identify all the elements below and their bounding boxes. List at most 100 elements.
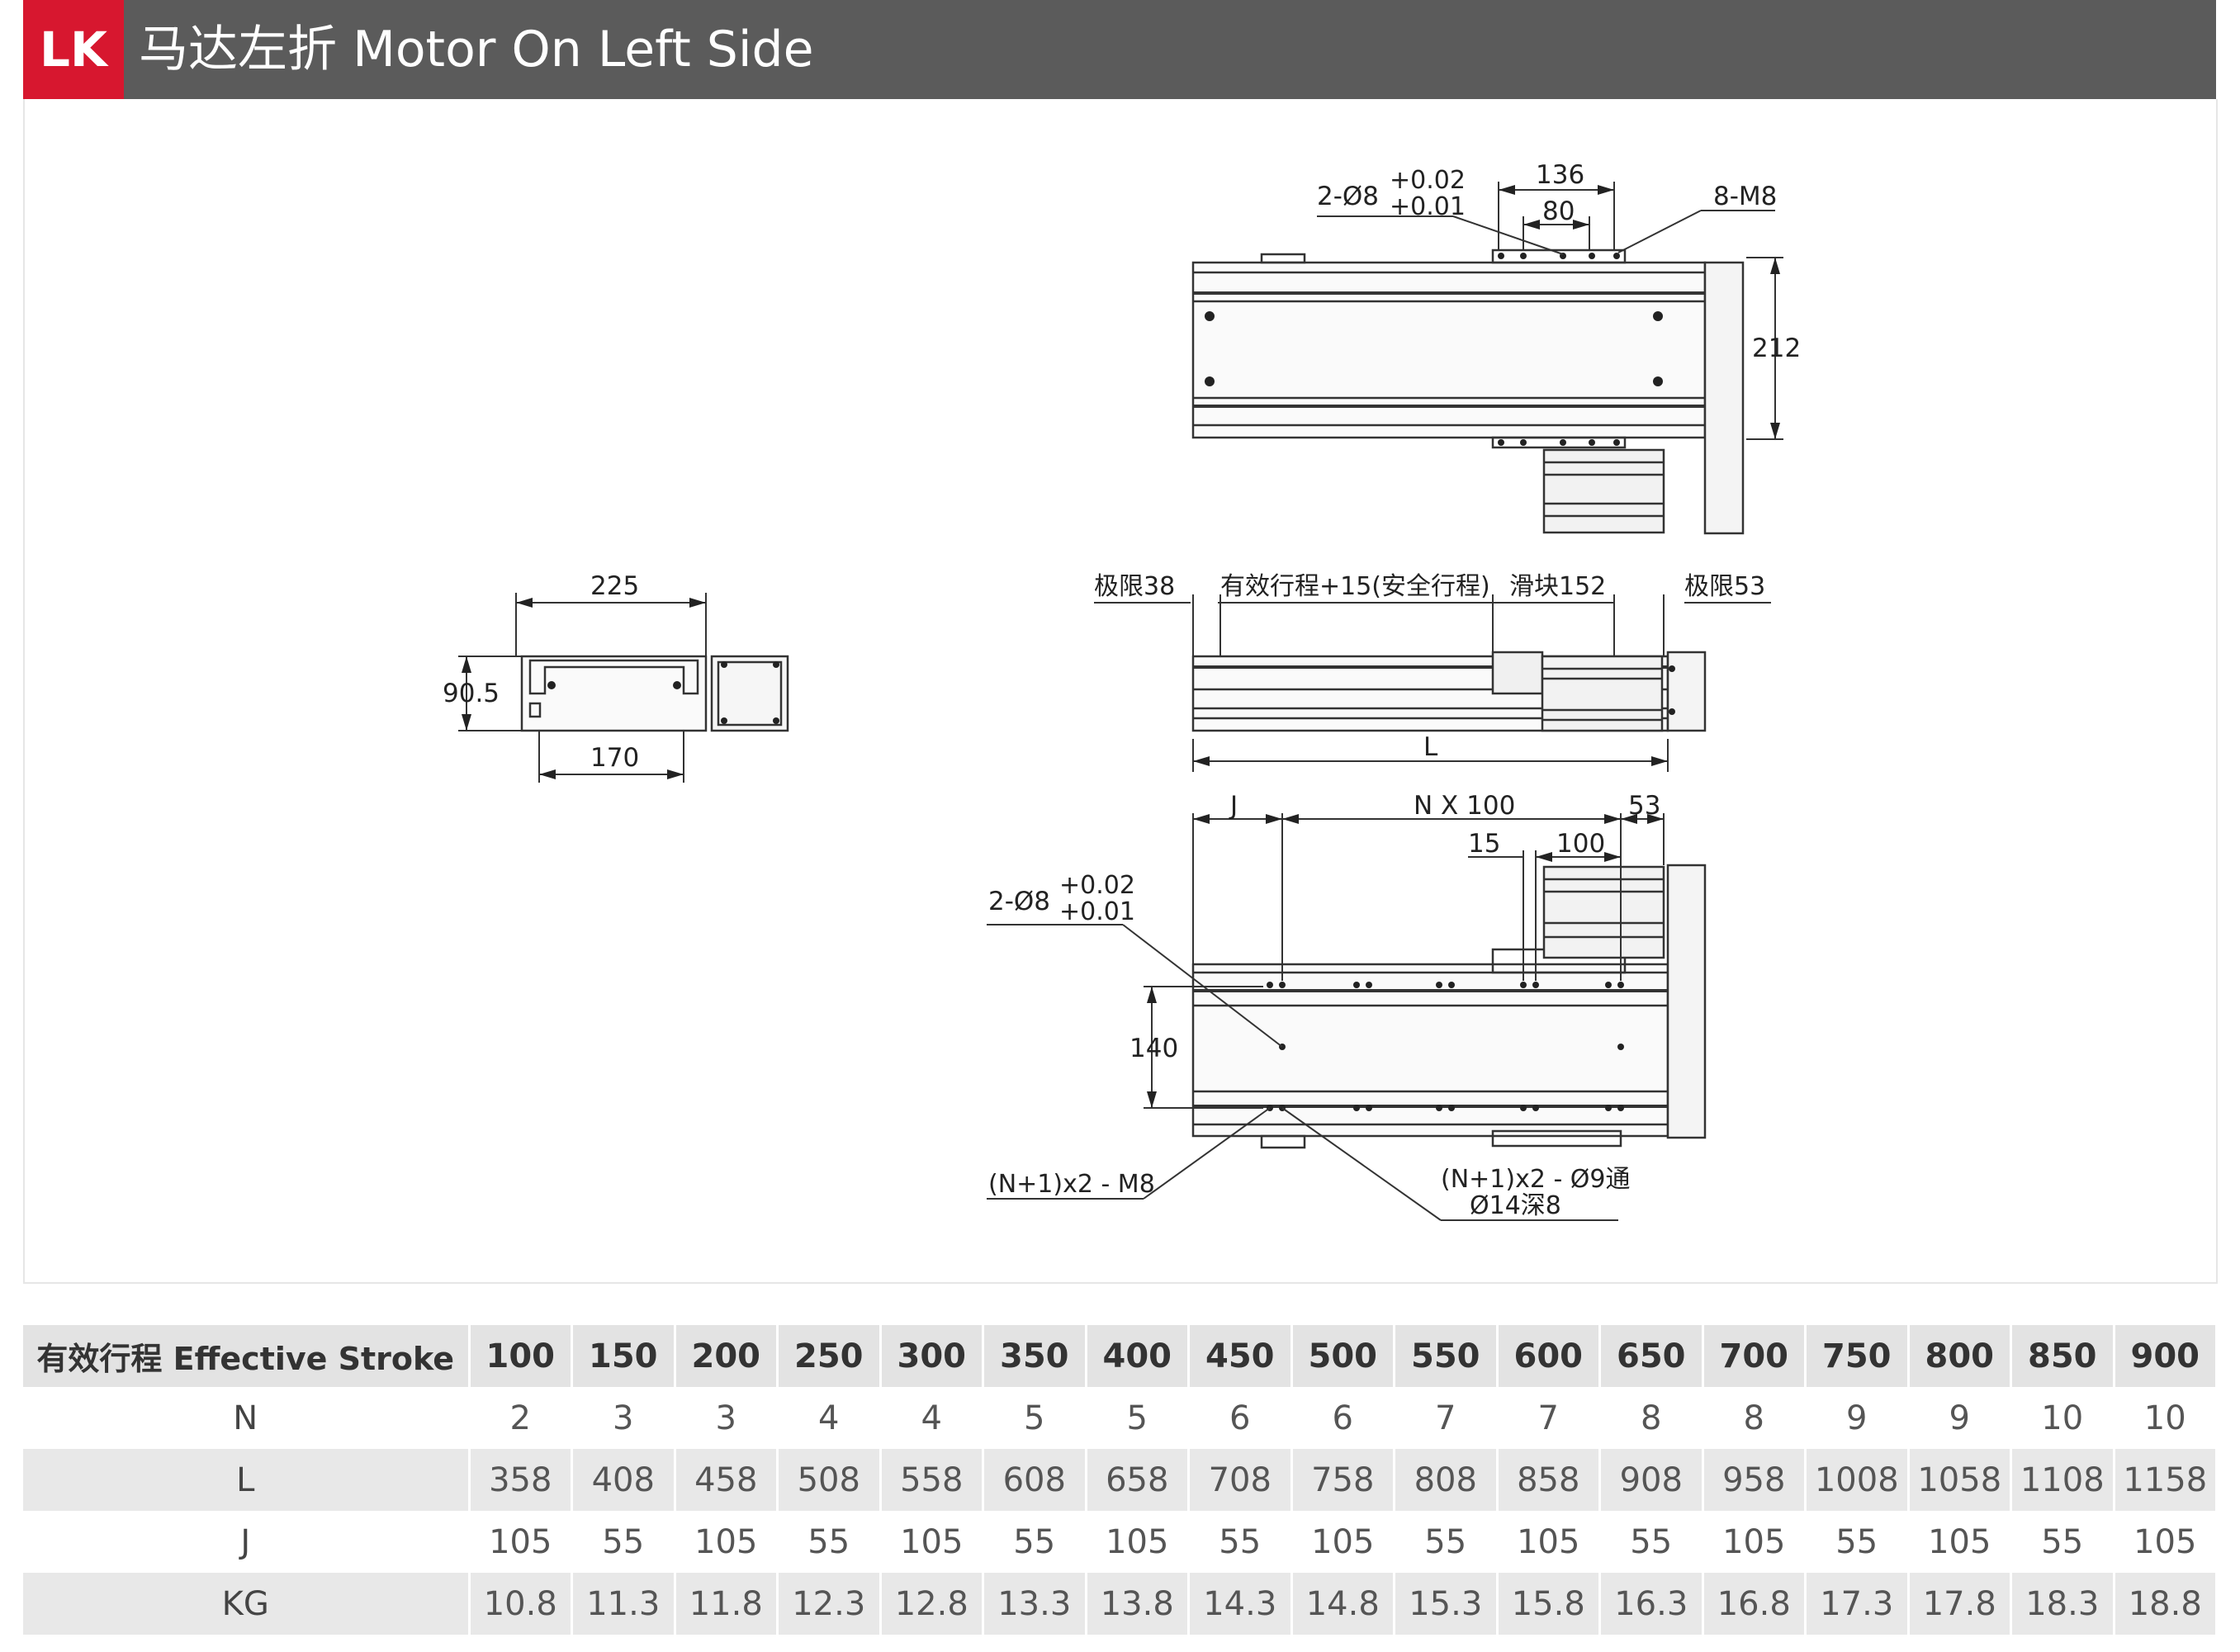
stroke-col: 850 bbox=[2010, 1325, 2115, 1387]
side-stroke-note: 有效行程+15(安全行程) bbox=[1220, 572, 1490, 601]
bottom-view bbox=[987, 813, 1707, 1221]
table-cell: 7 bbox=[1497, 1387, 1601, 1449]
table-cell: 55 bbox=[2010, 1511, 2115, 1573]
table-cell: 9 bbox=[1805, 1387, 1910, 1449]
side-view bbox=[1094, 594, 1771, 772]
bottom-dim-pitch: N X 100 bbox=[1414, 791, 1515, 821]
stroke-col: 450 bbox=[1188, 1325, 1293, 1387]
table-cell: 16.8 bbox=[1702, 1573, 1807, 1635]
bottom-pin-callout: 2-Ø8 bbox=[988, 887, 1050, 916]
table-row-n: N 2 3 3 4 4 5 5 6 6 7 7 8 8 9 9 10 10 bbox=[23, 1387, 2218, 1449]
table-row-kg: KG 10.8 11.3 11.8 12.3 12.8 13.3 13.8 14… bbox=[23, 1573, 2218, 1635]
end-dim-225: 225 bbox=[590, 571, 639, 601]
stroke-col: 200 bbox=[675, 1325, 779, 1387]
table-cell: 15.3 bbox=[1394, 1573, 1499, 1635]
table-cell: 12.3 bbox=[777, 1573, 882, 1635]
stroke-col: 600 bbox=[1497, 1325, 1601, 1387]
stroke-col: 550 bbox=[1394, 1325, 1499, 1387]
table-cell: 5 bbox=[983, 1387, 1087, 1449]
bottom-dim-140: 140 bbox=[1129, 1034, 1178, 1063]
table-cell: 808 bbox=[1394, 1449, 1499, 1511]
top-dim-212: 212 bbox=[1752, 334, 1801, 363]
top-thread-callout: 8-M8 bbox=[1713, 182, 1777, 211]
table-cell: 55 bbox=[571, 1511, 676, 1573]
side-length: L bbox=[1423, 732, 1438, 762]
top-dim-80: 80 bbox=[1542, 196, 1575, 226]
table-cell: 4 bbox=[880, 1387, 984, 1449]
table-cell: 15.8 bbox=[1497, 1573, 1601, 1635]
table-cell: 11.8 bbox=[675, 1573, 779, 1635]
table-cell: 8 bbox=[1702, 1387, 1807, 1449]
end-dim-90-5: 90.5 bbox=[443, 679, 500, 708]
table-cell: 105 bbox=[1702, 1511, 1807, 1573]
row-label: KG bbox=[23, 1573, 471, 1635]
table-cell: 908 bbox=[1599, 1449, 1704, 1511]
model-code-badge: LK bbox=[23, 0, 124, 99]
table-cell: 12.8 bbox=[880, 1573, 984, 1635]
table-cell: 55 bbox=[1188, 1511, 1293, 1573]
top-tol-lower: +0.01 bbox=[1390, 192, 1466, 221]
bottom-hole-callout-1: (N+1)x2 - Ø9通 bbox=[1441, 1165, 1631, 1194]
top-pin-callout: 2-Ø8 bbox=[1317, 182, 1379, 211]
table-cell: 14.3 bbox=[1188, 1573, 1293, 1635]
top-view bbox=[1191, 182, 1783, 535]
bottom-dim-53: 53 bbox=[1628, 791, 1660, 821]
table-cell: 105 bbox=[2114, 1511, 2218, 1573]
table-cell: 958 bbox=[1702, 1449, 1807, 1511]
table-cell: 105 bbox=[1291, 1511, 1395, 1573]
table-cell: 10 bbox=[2114, 1387, 2218, 1449]
table-cell: 3 bbox=[571, 1387, 676, 1449]
table-cell: 55 bbox=[1599, 1511, 1704, 1573]
table-cell: 105 bbox=[880, 1511, 984, 1573]
stroke-col: 650 bbox=[1599, 1325, 1704, 1387]
technical-drawing: 2-Ø8 +0.02 +0.01 136 80 8-M8 212 225 90.… bbox=[443, 160, 1801, 1221]
table-cell: 1008 bbox=[1805, 1449, 1910, 1511]
table-cell: 14.8 bbox=[1291, 1573, 1395, 1635]
side-slider: 滑块152 bbox=[1509, 572, 1606, 601]
table-cell: 13.8 bbox=[1086, 1573, 1190, 1635]
table-cell: 13.3 bbox=[983, 1573, 1087, 1635]
stroke-col: 400 bbox=[1086, 1325, 1190, 1387]
top-dim-136: 136 bbox=[1536, 160, 1584, 190]
bottom-dim-j: J bbox=[1229, 791, 1238, 821]
table-cell: 105 bbox=[1908, 1511, 2012, 1573]
row-label: J bbox=[23, 1511, 471, 1573]
table-cell: 708 bbox=[1188, 1449, 1293, 1511]
table-cell: 1058 bbox=[1908, 1449, 2012, 1511]
bottom-dim-100: 100 bbox=[1556, 829, 1605, 859]
table-cell: 18.3 bbox=[2010, 1573, 2115, 1635]
table-cell: 6 bbox=[1188, 1387, 1293, 1449]
table-cell: 758 bbox=[1291, 1449, 1395, 1511]
side-limit-right: 极限53 bbox=[1684, 572, 1765, 601]
table-cell: 508 bbox=[777, 1449, 882, 1511]
table-cell: 1108 bbox=[2010, 1449, 2115, 1511]
stroke-col: 250 bbox=[777, 1325, 882, 1387]
stroke-col: 800 bbox=[1908, 1325, 2012, 1387]
bottom-hole-callout-2: Ø14深8 bbox=[1470, 1191, 1561, 1220]
table-row-l: L 358 408 458 508 558 608 658 708 758 80… bbox=[23, 1449, 2218, 1511]
table-cell: 558 bbox=[880, 1449, 984, 1511]
top-tol-upper: +0.02 bbox=[1390, 166, 1466, 195]
table-cell: 17.3 bbox=[1805, 1573, 1910, 1635]
table-cell: 55 bbox=[777, 1511, 882, 1573]
stroke-col: 100 bbox=[469, 1325, 573, 1387]
table-cell: 18.8 bbox=[2114, 1573, 2218, 1635]
spec-header-row: 有效行程 Effective Stroke 100 150 200 250 30… bbox=[23, 1325, 2218, 1387]
table-cell: 105 bbox=[675, 1511, 779, 1573]
table-cell: 9 bbox=[1908, 1387, 2012, 1449]
stroke-col: 300 bbox=[880, 1325, 984, 1387]
bottom-dim-15: 15 bbox=[1468, 829, 1500, 859]
table-cell: 608 bbox=[983, 1449, 1087, 1511]
side-limit-left: 极限38 bbox=[1094, 572, 1175, 601]
table-cell: 105 bbox=[1497, 1511, 1601, 1573]
table-cell: 5 bbox=[1086, 1387, 1190, 1449]
stroke-col: 900 bbox=[2114, 1325, 2218, 1387]
spec-table: 有效行程 Effective Stroke 100 150 200 250 30… bbox=[23, 1325, 2218, 1635]
table-cell: 2 bbox=[469, 1387, 573, 1449]
section-title: 马达左折 Motor On Left Side bbox=[139, 21, 814, 78]
stroke-header-label: 有效行程 Effective Stroke bbox=[23, 1325, 471, 1387]
table-cell: 7 bbox=[1394, 1387, 1499, 1449]
end-dim-170: 170 bbox=[590, 743, 639, 773]
table-cell: 8 bbox=[1599, 1387, 1704, 1449]
table-cell: 55 bbox=[1805, 1511, 1910, 1573]
